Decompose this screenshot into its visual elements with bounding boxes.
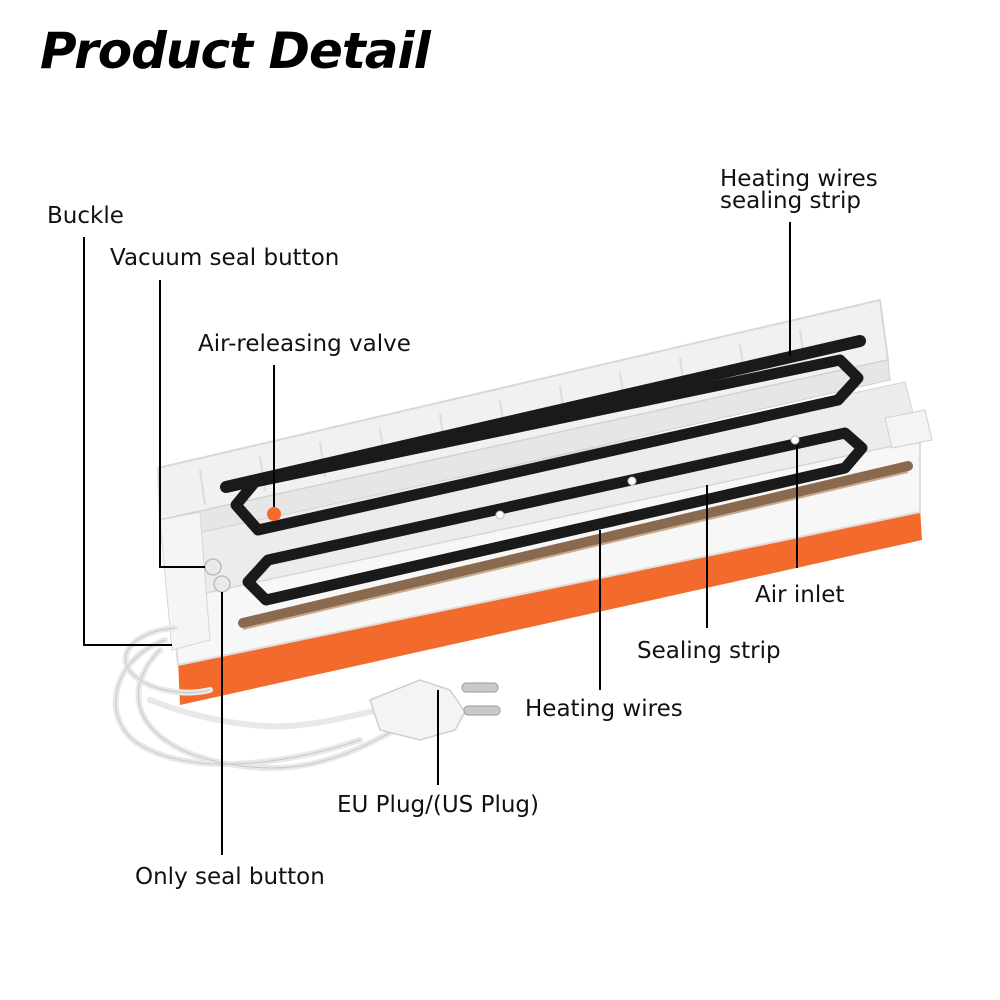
label-heating-wires: Heating wires xyxy=(525,696,683,722)
label-vacuum-seal-button: Vacuum seal button xyxy=(110,245,340,271)
label-only-seal-button: Only seal button xyxy=(135,864,325,890)
label-heating-wires-sealing-strip-line2: sealing strip xyxy=(720,188,861,214)
only-seal-button-dot xyxy=(213,575,231,593)
vacuum-sealer-base xyxy=(159,354,933,705)
vacuum-seal-button-dot xyxy=(204,558,222,576)
label-heating-wires-sealing-strip-line1: Heating wires xyxy=(720,166,878,192)
eu-plug xyxy=(369,679,501,741)
label-sealing-strip: Sealing strip xyxy=(637,638,781,664)
label-air-releasing-valve: Air-releasing valve xyxy=(198,331,411,357)
label-heating-wires-sealing-strip: Heating wires sealing strip xyxy=(720,166,878,214)
label-buckle: Buckle xyxy=(47,203,124,229)
air-releasing-valve-dot xyxy=(267,507,281,521)
buckle-leader-line xyxy=(83,237,172,646)
vacuum-seal-button-leader-line xyxy=(159,280,205,568)
label-air-inlet: Air inlet xyxy=(755,582,845,608)
label-eu-plug: EU Plug/(US Plug) xyxy=(337,792,539,818)
page-title: Product Detail xyxy=(40,22,431,80)
lower-gasket xyxy=(242,427,868,606)
upper-gasket xyxy=(230,354,864,536)
